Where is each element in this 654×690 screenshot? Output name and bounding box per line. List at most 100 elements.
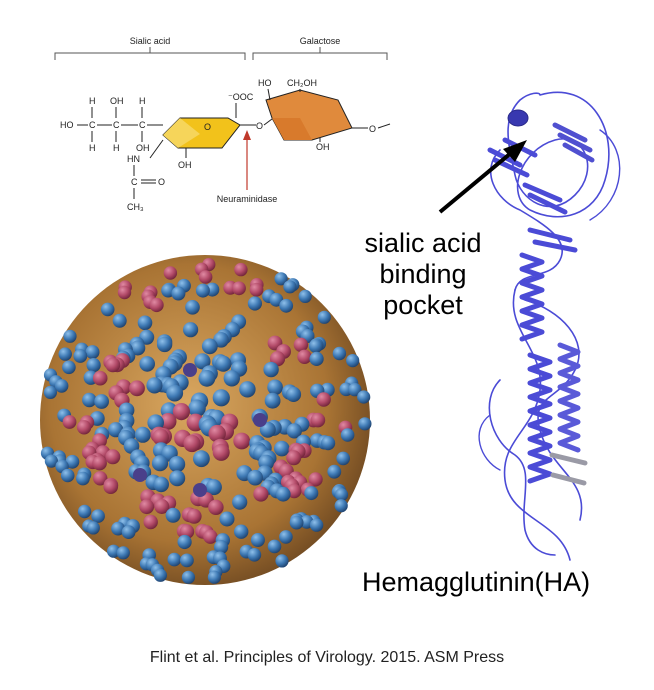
hemagglutinin-spike <box>308 339 323 354</box>
pocket-line-1: sialic acid <box>364 228 482 258</box>
neuraminidase-spike <box>203 529 218 544</box>
neuraminidase-spike <box>198 270 213 284</box>
hemagglutinin-spike <box>205 479 222 496</box>
hemagglutinin-spike <box>153 568 167 582</box>
hemagglutinin-spike <box>171 286 186 301</box>
carbonyl-oxygen: O <box>158 177 165 187</box>
hemagglutinin-spike <box>267 539 282 554</box>
hemagglutinin-spike <box>247 469 263 486</box>
hemagglutinin-spike <box>137 315 153 331</box>
hemagglutinin-spike <box>111 521 125 536</box>
hemagglutinin-spike <box>100 302 115 317</box>
hemagglutinin-spike <box>263 361 279 378</box>
carbon-atom: C <box>131 177 138 187</box>
hydroxyl-group: OH <box>136 143 150 153</box>
hydroxyl-group: OH <box>110 96 124 106</box>
hemagglutinin-spike <box>214 540 229 555</box>
neuraminidase-spike <box>286 450 302 466</box>
neuraminidase-spike <box>62 415 77 429</box>
hemagglutinin-spike <box>54 379 69 393</box>
envelope-pore <box>133 468 147 482</box>
hemagglutinin-spike <box>340 428 355 442</box>
hemagglutinin-spike <box>232 494 248 510</box>
hemagglutinin-spike <box>283 280 297 294</box>
hemagglutinin-spike <box>215 355 232 372</box>
hemagglutinin-spike <box>76 471 90 486</box>
hemagglutinin-spike <box>168 456 186 473</box>
hemagglutinin-spike <box>139 356 155 372</box>
hydrogen-atom: H <box>89 96 96 106</box>
hemagglutinin-spike <box>275 486 291 502</box>
hemagglutinin-spike <box>234 524 249 539</box>
neuraminidase-spike <box>232 281 246 296</box>
hemagglutinin-spike <box>304 486 319 501</box>
hemagglutinin-spike <box>267 379 283 396</box>
methyl-group: CH₃ <box>127 202 144 212</box>
hemagglutinin-spike <box>60 468 75 483</box>
pocket-line-2: binding <box>379 259 467 289</box>
hemagglutinin-spike <box>116 546 130 560</box>
chemical-structure: Sialic acid Galactose HO C C C H H OH H … <box>54 36 391 212</box>
hemagglutinin-spike <box>181 570 195 584</box>
hemagglutinin-spike <box>247 296 262 311</box>
neuraminidase-spike <box>92 455 107 471</box>
neuraminidase-spike <box>183 434 201 453</box>
sialic-acid-bracket <box>54 47 246 60</box>
surface-spikes <box>40 258 372 584</box>
hemagglutinin-spike <box>309 351 324 366</box>
hemagglutinin-spike <box>334 499 348 513</box>
hemagglutinin-spike <box>86 358 101 373</box>
hemagglutinin-spike <box>63 329 77 343</box>
hemagglutinin-spike <box>107 544 121 558</box>
hemagglutinin-spike <box>247 548 262 562</box>
neuraminidase-spike <box>233 432 251 450</box>
hemagglutinin-spike <box>65 454 80 469</box>
hemagglutinin-spike <box>201 338 218 355</box>
sialic-acid-label: Sialic acid <box>130 36 171 46</box>
hemagglutinin-spike <box>86 521 100 535</box>
neuraminidase-spike <box>212 443 230 461</box>
hemagglutinin-spike <box>43 385 58 399</box>
hemagglutinin-spike <box>219 511 235 527</box>
binding-pocket-label: sialic acid binding pocket <box>338 228 508 321</box>
hemagglutinin-spike <box>250 533 265 547</box>
hemagglutinin-spike <box>274 272 288 286</box>
hemagglutinin-spike <box>285 386 302 402</box>
neuraminidase-spike <box>159 413 177 430</box>
hemagglutinin-spike <box>348 382 362 397</box>
hemagglutinin-spike <box>177 534 192 550</box>
hemagglutinin-spike <box>77 504 92 519</box>
hemagglutinin-spike <box>321 436 336 451</box>
hemagglutinin-spike <box>73 349 88 363</box>
hemagglutinin-spike <box>121 525 136 539</box>
hemagglutinin-spike <box>358 417 372 431</box>
neuraminidase-spike <box>293 337 309 352</box>
hydroxymethyl-group: CH₂OH <box>287 78 317 88</box>
hemagglutinin-spike <box>298 289 312 303</box>
hemagglutinin-spike <box>85 345 100 360</box>
envelope-pore <box>183 363 197 377</box>
hydrogen-atom: H <box>113 143 120 153</box>
hemagglutinin-spike <box>146 377 163 394</box>
hydrogen-atom: H <box>89 143 96 153</box>
galactose-ring <box>265 89 353 141</box>
influenza-virion <box>40 255 372 585</box>
neuraminidase-spike <box>249 282 264 297</box>
neuraminidase-spike <box>149 297 164 313</box>
neuraminidase-label: Neuraminidase <box>217 194 278 204</box>
hemagglutinin-spike <box>239 381 256 398</box>
neuraminidase-spike <box>143 514 158 530</box>
neuraminidase-spike <box>253 486 269 502</box>
ring-oxygen: O <box>204 122 211 132</box>
glycosidic-oxygen: O <box>256 121 263 131</box>
hemagglutinin-spike <box>289 515 304 530</box>
binding-pocket-arrow <box>438 146 519 214</box>
hemagglutinin-spike <box>327 464 342 479</box>
hemagglutinin-spike <box>357 390 371 404</box>
carboxylate-group: ⁻OOC <box>228 92 254 102</box>
neuraminidase-spike <box>129 380 145 397</box>
hemagglutinin-spike <box>336 451 351 466</box>
hemagglutinin-spike <box>317 310 331 324</box>
neuraminidase-spike <box>93 471 108 486</box>
envelope-pore <box>193 483 207 497</box>
